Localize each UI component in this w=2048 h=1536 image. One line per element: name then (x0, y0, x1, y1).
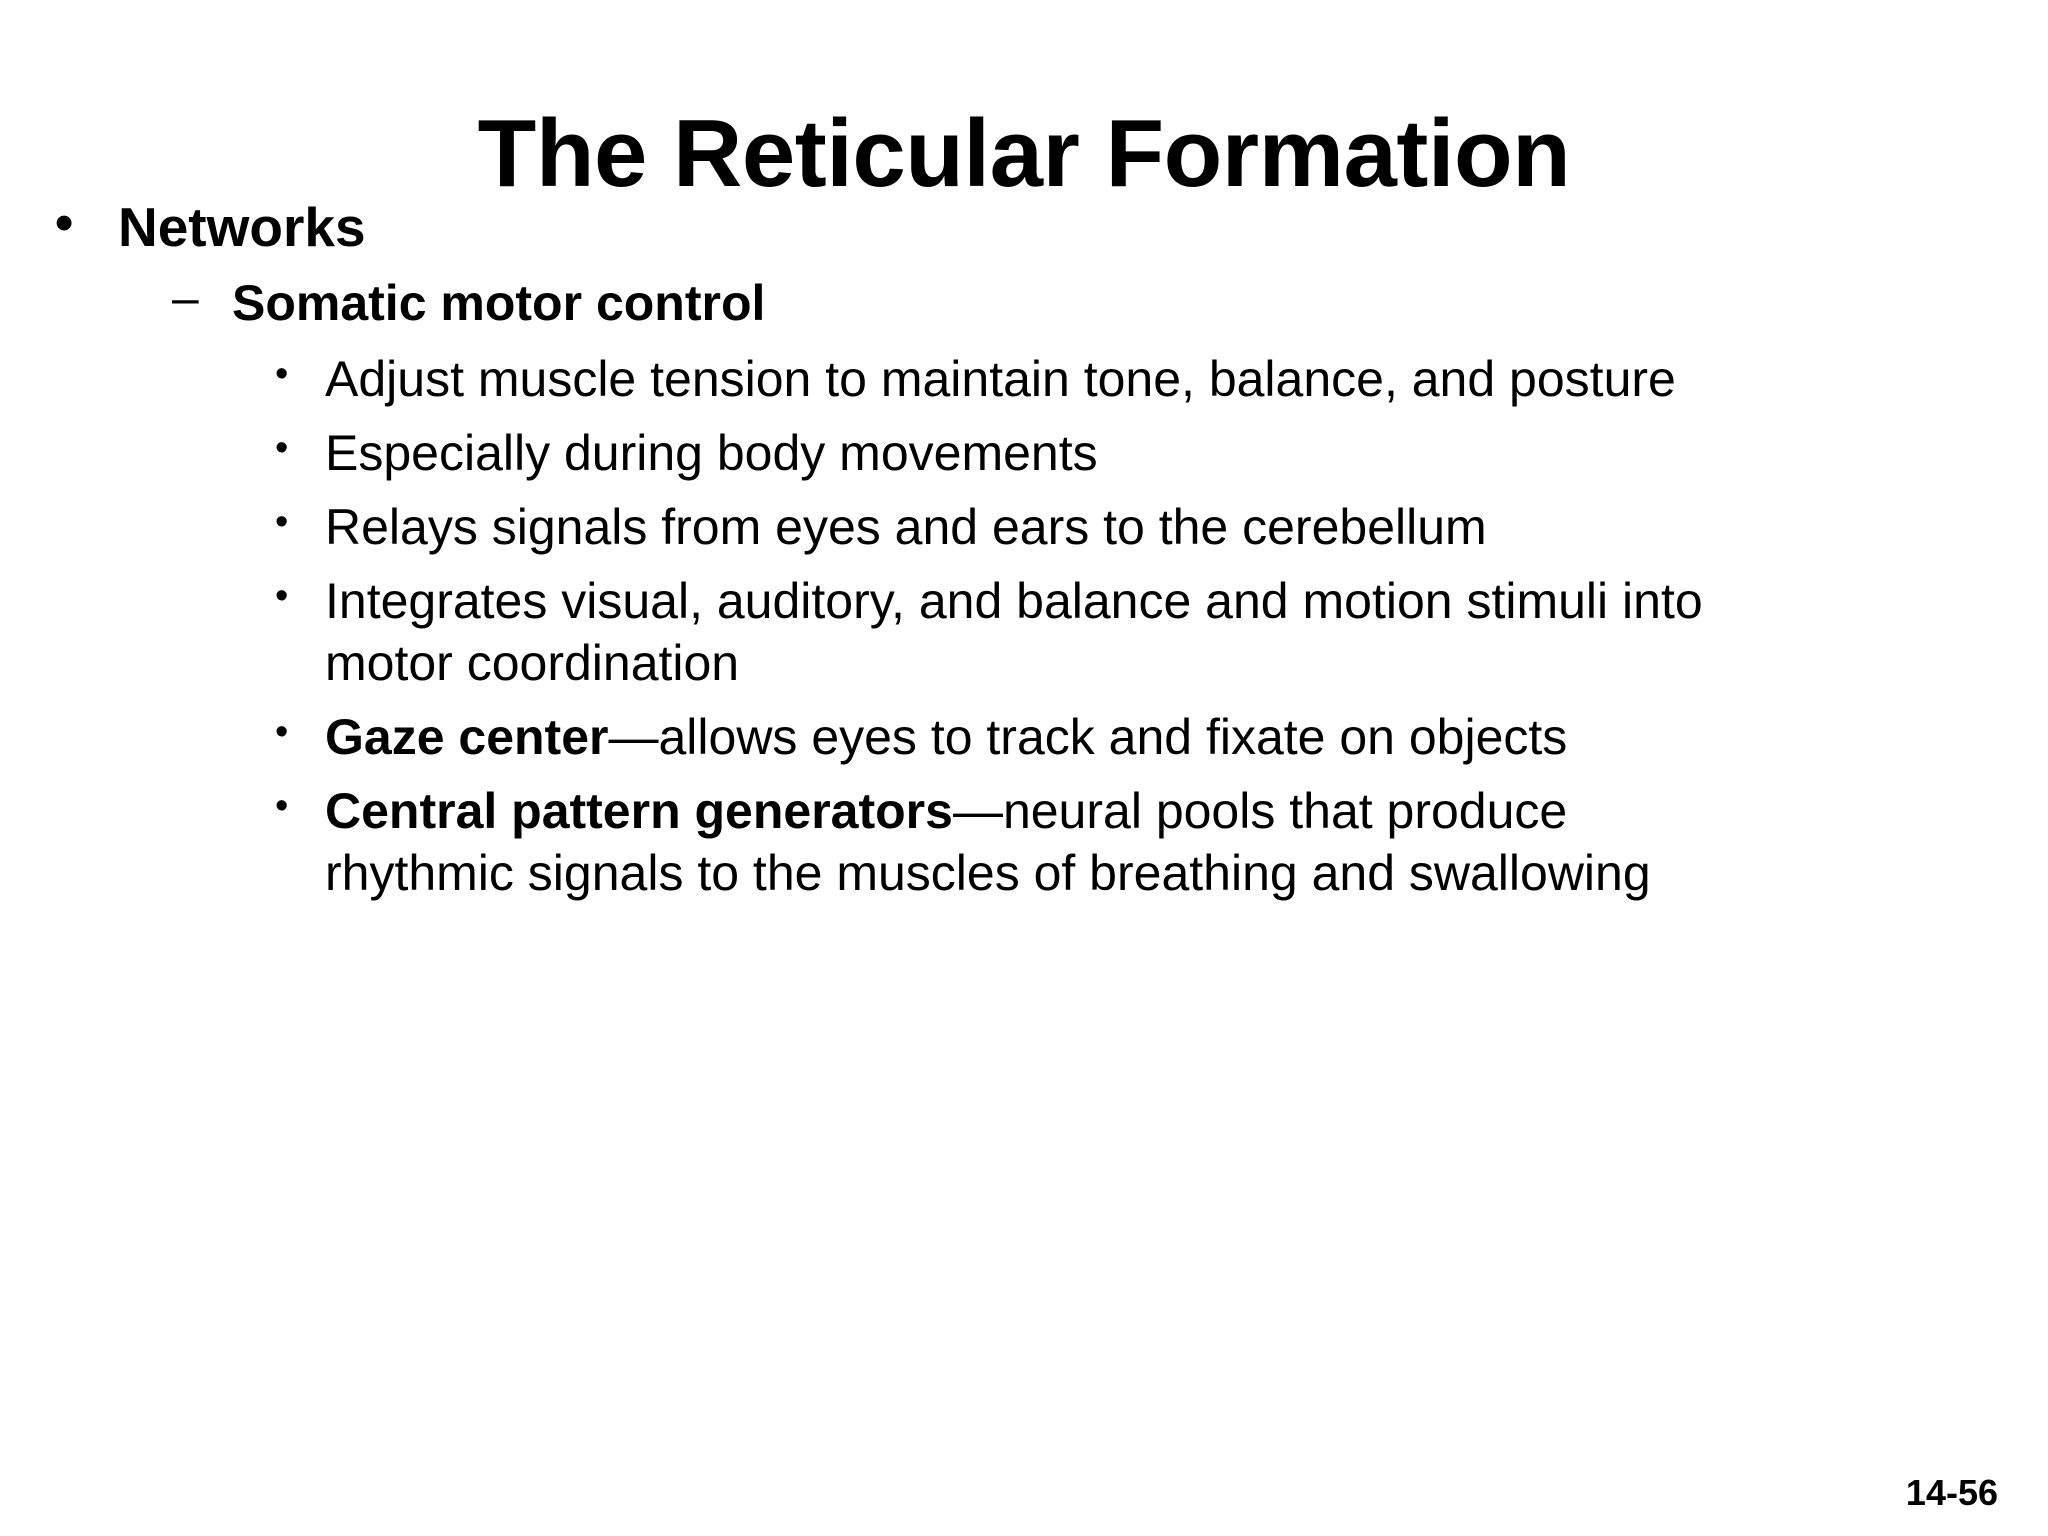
outline-item-rest: —neural pools that produce rhythmic sign… (325, 782, 1651, 901)
outline-item-rest: Adjust muscle tension to maintain tone, … (325, 350, 1676, 407)
bullet-dot-icon: • (275, 784, 289, 827)
page-title: The Reticular Formation (477, 100, 1571, 208)
outline-item-level1: • Networks (0, 196, 2048, 260)
outline-item-label: Networks (118, 196, 366, 258)
outline-item-label: Adjust muscle tension to maintain tone, … (325, 348, 1765, 410)
outline-item-rest: Relays signals from eyes and ears to the… (325, 498, 1487, 555)
outline-item-label: Relays signals from eyes and ears to the… (325, 496, 1765, 558)
outline-item-level3: • Especially during body movements (0, 422, 2048, 484)
bullet-dot-icon: • (275, 574, 289, 617)
outline-item-label: Especially during body movements (325, 422, 1765, 484)
outline-item-rest: —allows eyes to track and fixate on obje… (608, 708, 1568, 765)
bullet-dot-icon: • (275, 710, 289, 753)
bullet-dash-icon: – (172, 271, 199, 325)
outline-item-level2: – Somatic motor control (0, 271, 2048, 332)
bullet-dot-icon: • (275, 500, 289, 543)
outline-item-level3: • Integrates visual, auditory, and balan… (0, 570, 2048, 694)
page-number: 14-56 (1905, 1472, 1998, 1513)
outline-item-rest: Integrates visual, auditory, and balance… (325, 572, 1703, 691)
outline-item-lead: Gaze center (325, 708, 609, 765)
outline-item-rest: Especially during body movements (325, 424, 1098, 481)
outline-item-label: Somatic motor control (232, 274, 766, 331)
bullet-dot-icon: • (275, 426, 289, 469)
outline-item-label: Gaze center—allows eyes to track and fix… (325, 706, 1765, 768)
outline-item-label: Integrates visual, auditory, and balance… (325, 570, 1765, 694)
outline-item-label: Central pattern generators—neural pools … (325, 780, 1765, 904)
bullet-dot-icon: • (55, 194, 74, 252)
outline-item-lead: Central pattern generators (325, 782, 953, 839)
outline-item-level3: • Central pattern generators—neural pool… (0, 780, 2048, 904)
outline-item-level3: • Relays signals from eyes and ears to t… (0, 496, 2048, 558)
bullet-dot-icon: • (275, 352, 289, 395)
slide-body: • Networks – Somatic motor control • Adj… (0, 196, 2048, 916)
outline-item-level3: • Adjust muscle tension to maintain tone… (0, 348, 2048, 410)
outline-item-level3: • Gaze center—allows eyes to track and f… (0, 706, 2048, 768)
